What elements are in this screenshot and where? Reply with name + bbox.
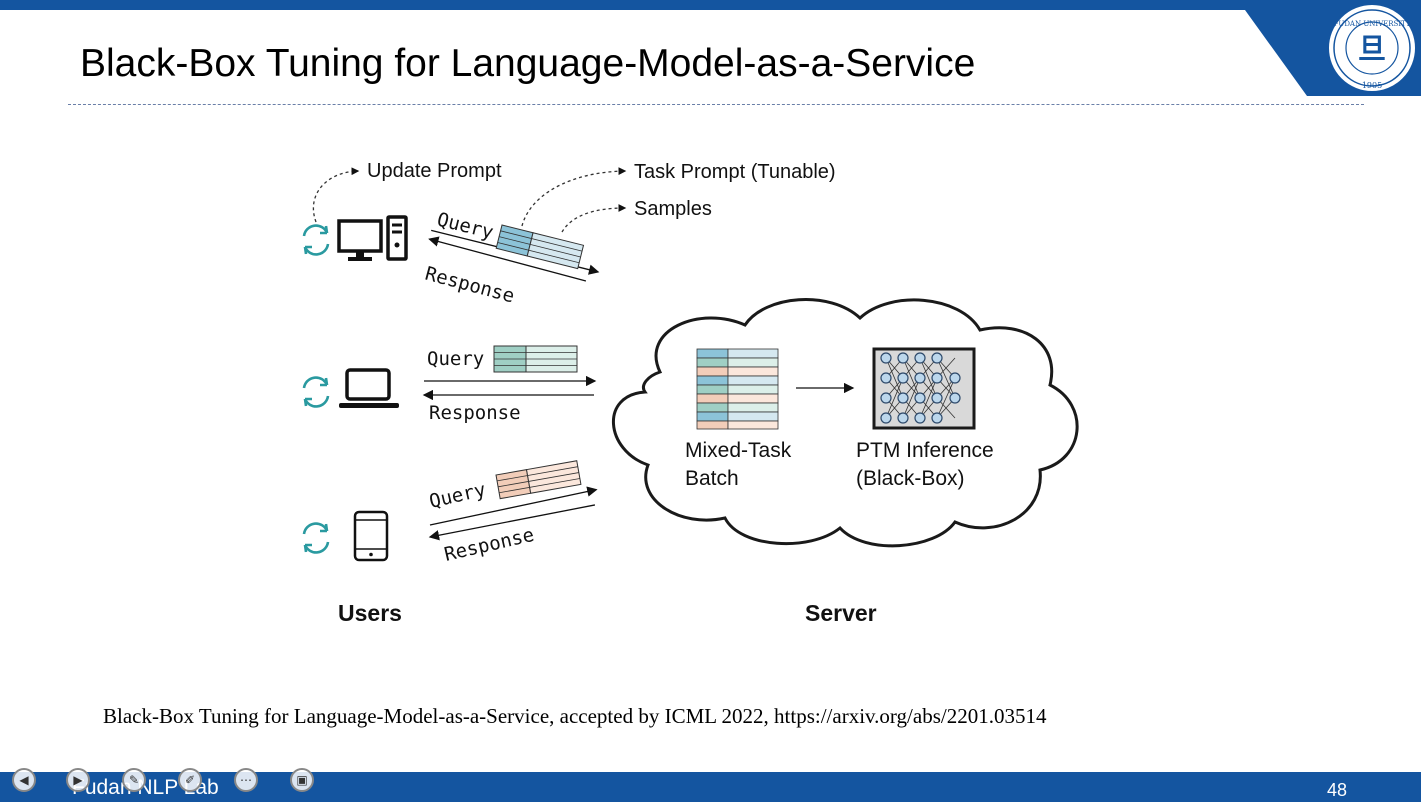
page-number: 48 (1326, 780, 1347, 800)
task-prompt-label: Task Prompt (Tunable) (634, 161, 836, 183)
samples-label: Samples (634, 198, 712, 220)
screen-icon[interactable]: ▣ (290, 768, 314, 792)
prompt-samples-table (495, 460, 582, 500)
samples-arrow (561, 204, 627, 233)
ptm-label-line1: PTM Inference (856, 439, 994, 462)
prompt-samples-table (495, 224, 585, 270)
previous-icon[interactable]: ◀ (12, 768, 36, 792)
prompt-samples-table (493, 345, 578, 373)
laptop-icon (339, 368, 399, 408)
refresh-icon (302, 224, 330, 256)
black-box-tuning-diagram: Update Prompt Task Prompt (Tunable) Samp… (302, 160, 1079, 626)
response-label: Response (423, 263, 517, 308)
mixed-task-label-line2: Batch (685, 467, 739, 490)
refresh-icon (302, 376, 330, 408)
smartphone-icon (353, 510, 389, 562)
update-prompt-arrow (312, 167, 360, 223)
ptm-network-icon (872, 347, 976, 430)
query-arrow (429, 486, 598, 526)
response-label: Response (442, 524, 536, 566)
users-heading: Users (338, 600, 402, 626)
response-arrow (428, 504, 596, 541)
server-cloud (611, 298, 1079, 548)
update-prompt-label: Update Prompt (367, 160, 502, 182)
response-label: Response (429, 402, 521, 424)
edit-icon[interactable]: ✐ (178, 768, 202, 792)
citation-text: Black-Box Tuning for Language-Model-as-a… (103, 704, 1047, 728)
slide-title: Black-Box Tuning for Language-Model-as-a… (80, 42, 976, 85)
user-row-phone: Query Response (302, 460, 598, 566)
mixed-task-batch-table (696, 348, 779, 430)
response-arrow (428, 236, 587, 282)
server-heading: Server (805, 600, 877, 626)
query-label: Query (427, 479, 488, 513)
more-icon[interactable]: ⋯ (234, 768, 258, 792)
query-label: Query (427, 348, 484, 370)
user-row-desktop: Query Response (302, 209, 600, 308)
title-divider (68, 104, 1364, 105)
ptm-label-line2: (Black-Box) (856, 467, 965, 490)
mixed-task-label-line1: Mixed-Task (685, 439, 792, 462)
header-bar (0, 0, 1421, 10)
pen-icon[interactable]: ✎ (122, 768, 146, 792)
task-prompt-arrow (521, 167, 627, 227)
next-icon[interactable]: ▶ (66, 768, 90, 792)
user-row-laptop: Query Response (302, 345, 597, 424)
desktop-computer-icon (337, 215, 408, 261)
refresh-icon (302, 522, 330, 554)
